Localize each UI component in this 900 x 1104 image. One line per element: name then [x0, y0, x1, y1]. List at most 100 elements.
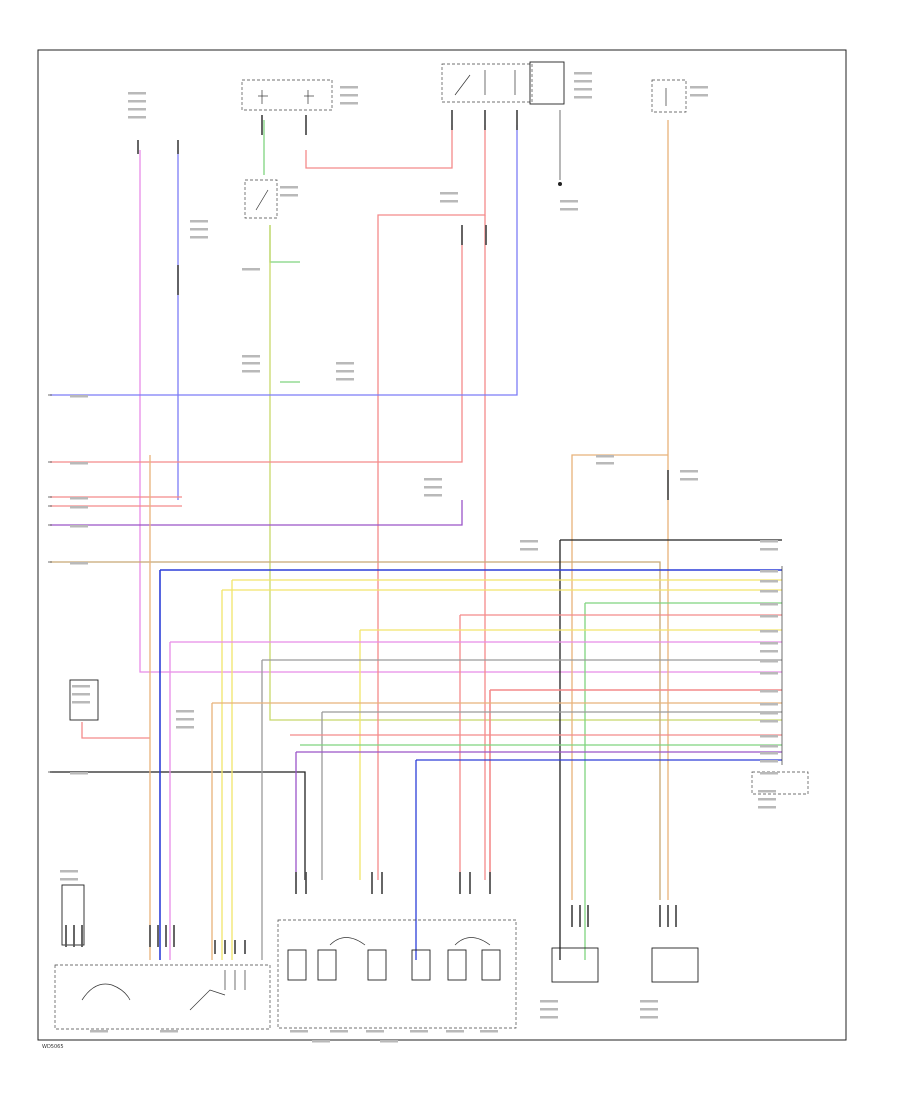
- fine-print-85: [70, 462, 88, 465]
- wire-red-relay: [377, 125, 486, 880]
- wire-red-relay3: [50, 230, 463, 463]
- fine-print-40: [760, 590, 778, 593]
- fine-print-66: [60, 870, 78, 873]
- fine-print-87: [70, 506, 88, 509]
- fine-print-23: [242, 355, 260, 358]
- fine-print-67: [60, 878, 78, 881]
- fine-print-63: [72, 685, 90, 688]
- fine-print-92: [596, 462, 614, 465]
- fine-print-59: [758, 806, 776, 809]
- fine-print-37: [760, 548, 778, 551]
- wire-blue-long: [50, 125, 518, 396]
- wire-layer: [50, 120, 782, 960]
- fine-print-61: [176, 718, 194, 721]
- fine-print-6: [340, 102, 358, 105]
- fine-print-25: [242, 370, 260, 373]
- fine-print-80: [540, 1016, 558, 1019]
- fine-print-26: [336, 362, 354, 365]
- fine-print-53: [760, 745, 778, 748]
- fine-print-73: [410, 1030, 428, 1033]
- fine-print-78: [540, 1000, 558, 1003]
- fine-print-54: [760, 752, 778, 755]
- fine-print-43: [760, 630, 778, 633]
- fine-print-60: [176, 710, 194, 713]
- fine-print-62: [176, 726, 194, 729]
- transmission-range-sensor: [54, 884, 271, 1030]
- fine-print-77: [380, 1040, 398, 1043]
- fine-print-3: [128, 116, 146, 119]
- fine-print-27: [336, 370, 354, 373]
- fine-print-44: [760, 642, 778, 645]
- input-speed-sensor: [651, 947, 699, 983]
- fine-print-46: [760, 660, 778, 663]
- fine-print-65: [72, 701, 90, 704]
- pin-layer: [65, 110, 677, 954]
- fine-print-33: [680, 478, 698, 481]
- fine-print-64: [72, 693, 90, 696]
- fine-print-72: [366, 1030, 384, 1033]
- fine-print-11: [690, 86, 708, 89]
- fine-print-24: [242, 362, 260, 365]
- fine-print-50: [760, 712, 778, 715]
- fine-print-1: [128, 100, 146, 103]
- fine-print-7: [574, 72, 592, 75]
- fine-print-74: [446, 1030, 464, 1033]
- fine-print-35: [520, 548, 538, 551]
- fine-print-76: [312, 1040, 330, 1043]
- fine-print-34: [520, 540, 538, 543]
- fine-print-20: [560, 200, 578, 203]
- fine-print-28: [336, 378, 354, 381]
- fine-print-5: [340, 94, 358, 97]
- fine-print-84: [70, 395, 88, 398]
- fine-print-18: [190, 228, 208, 231]
- fine-print-30: [424, 486, 442, 489]
- wire-yellow-left: [50, 561, 661, 900]
- fine-print-8: [574, 80, 592, 83]
- right-connector-block: [751, 566, 809, 795]
- wire-orange-branch: [571, 454, 668, 900]
- fine-print-82: [640, 1008, 658, 1011]
- wire-black-left: [50, 771, 306, 880]
- footer-code: WD5065: [42, 1044, 64, 1050]
- solenoid-body-assembly: [277, 919, 517, 1029]
- fine-print-19: [190, 236, 208, 239]
- fine-print-38: [760, 570, 778, 573]
- fine-print-17: [190, 220, 208, 223]
- fine-print-39: [760, 580, 778, 583]
- fine-print-21: [560, 208, 578, 211]
- fine-print-56: [760, 772, 778, 775]
- fine-print-71: [330, 1030, 348, 1033]
- fine-print-22: [242, 268, 260, 271]
- fine-print-52: [760, 735, 778, 738]
- wire-purple-left: [50, 500, 463, 526]
- fuse-block-right: [651, 79, 687, 113]
- fine-print-57: [758, 790, 776, 793]
- fine-print-2: [128, 108, 146, 111]
- wire-green-down: [269, 225, 300, 263]
- fine-print-83: [640, 1016, 658, 1019]
- wire-yellow-green-main: [269, 225, 782, 721]
- fine-print-51: [760, 720, 778, 723]
- fine-print-32: [680, 470, 698, 473]
- fuse-block-left: [241, 79, 333, 111]
- diagram-border: [37, 49, 847, 1041]
- fine-print-16: [440, 200, 458, 203]
- fine-print-41: [760, 603, 778, 606]
- fine-print-91: [596, 455, 614, 458]
- fine-print-12: [690, 94, 708, 97]
- fine-print-88: [70, 525, 88, 528]
- fine-print-31: [424, 494, 442, 497]
- wire-pink-top: [139, 150, 782, 673]
- fine-print-58: [758, 798, 776, 801]
- fine-print-42: [760, 615, 778, 618]
- ground-symbol: [558, 110, 562, 186]
- label-layer: [60, 72, 778, 1043]
- fine-print-9: [574, 88, 592, 91]
- wire-red-short: [81, 722, 150, 739]
- output-speed-sensor: [551, 947, 599, 983]
- fine-print-13: [280, 186, 298, 189]
- switch-left: [244, 179, 278, 219]
- fine-print-29: [424, 478, 442, 481]
- fine-print-10: [574, 96, 592, 99]
